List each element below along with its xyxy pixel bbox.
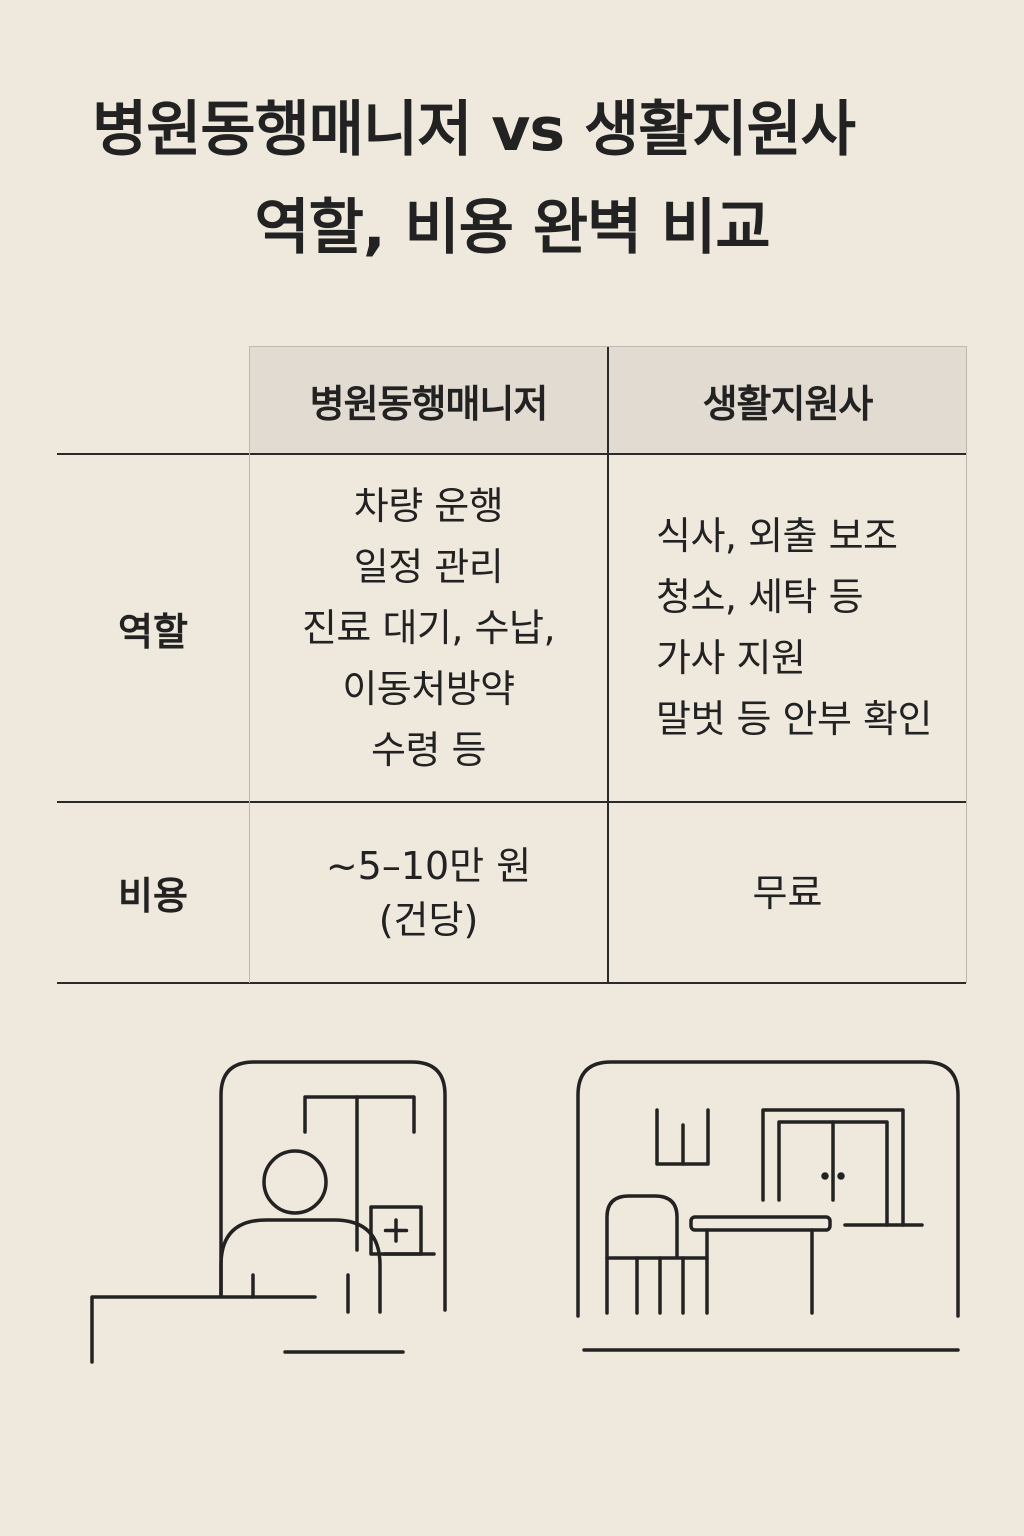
hospital-role-item: 차량 운행 — [353, 483, 504, 528]
hospital-role-item: 수령 등 — [371, 727, 486, 772]
column-header-hospital-manager: 병원동행매니저 — [309, 381, 549, 426]
support-cost: 무료 — [753, 866, 823, 920]
table-border-left — [249, 346, 250, 983]
support-cost-amount: 무료 — [752, 870, 823, 915]
hospital-role-item: 진료 대기, 수납, — [301, 605, 556, 650]
table-divider-column — [607, 346, 609, 983]
hospital-role-cell: 차량 운행 일정 관리 진료 대기, 수납, 이동처방약 수령 등 — [250, 455, 607, 801]
hospital-role-list: 차량 운행 일정 관리 진료 대기, 수납, 이동처방약 수령 등 — [301, 476, 556, 781]
table-border-top — [250, 346, 966, 347]
table-border-right — [966, 346, 967, 983]
hospital-role-item: 일정 관리 — [353, 544, 504, 589]
home-living-support-icon — [576, 1060, 960, 1352]
support-role-item: 가사 지원 — [656, 636, 806, 680]
support-role-item: 청소, 세탁 등 — [656, 575, 864, 619]
row-label-role: 역할 — [118, 609, 188, 654]
row-label-cost: 비용 — [118, 874, 188, 918]
table-divider-header — [57, 453, 966, 455]
support-role-item: 식사, 외출 보조 — [656, 514, 898, 558]
support-role-item: 말벗 등 안부 확인 — [656, 697, 932, 741]
column-header-living-support: 생활지원사 — [702, 381, 874, 426]
table-divider-role — [57, 801, 966, 803]
page-title-line-1: 병원동행매니저 vs 생활지원사 — [92, 95, 856, 165]
hospital-companion-icon — [90, 1060, 447, 1364]
hospital-cost: ~5–10만 원 (건당) — [326, 839, 531, 947]
support-role-list: 식사, 외출 보조 청소, 세탁 등 가사 지원 말벗 등 안부 확인 — [656, 506, 932, 750]
page-title-line-2: 역할, 비용 완벽 비교 — [254, 193, 770, 263]
hospital-role-item: 이동처방약 — [342, 666, 515, 711]
hospital-cost-amount: ~5–10만 원 — [325, 843, 532, 888]
table-divider-bottom — [57, 982, 966, 984]
hospital-cost-unit: (건당) — [378, 897, 479, 942]
hospital-cost-cell: ~5–10만 원 (건당) — [250, 803, 607, 982]
support-cost-cell: 무료 — [609, 803, 966, 982]
support-role-cell: 식사, 외출 보조 청소, 세탁 등 가사 지원 말벗 등 안부 확인 — [656, 455, 976, 801]
